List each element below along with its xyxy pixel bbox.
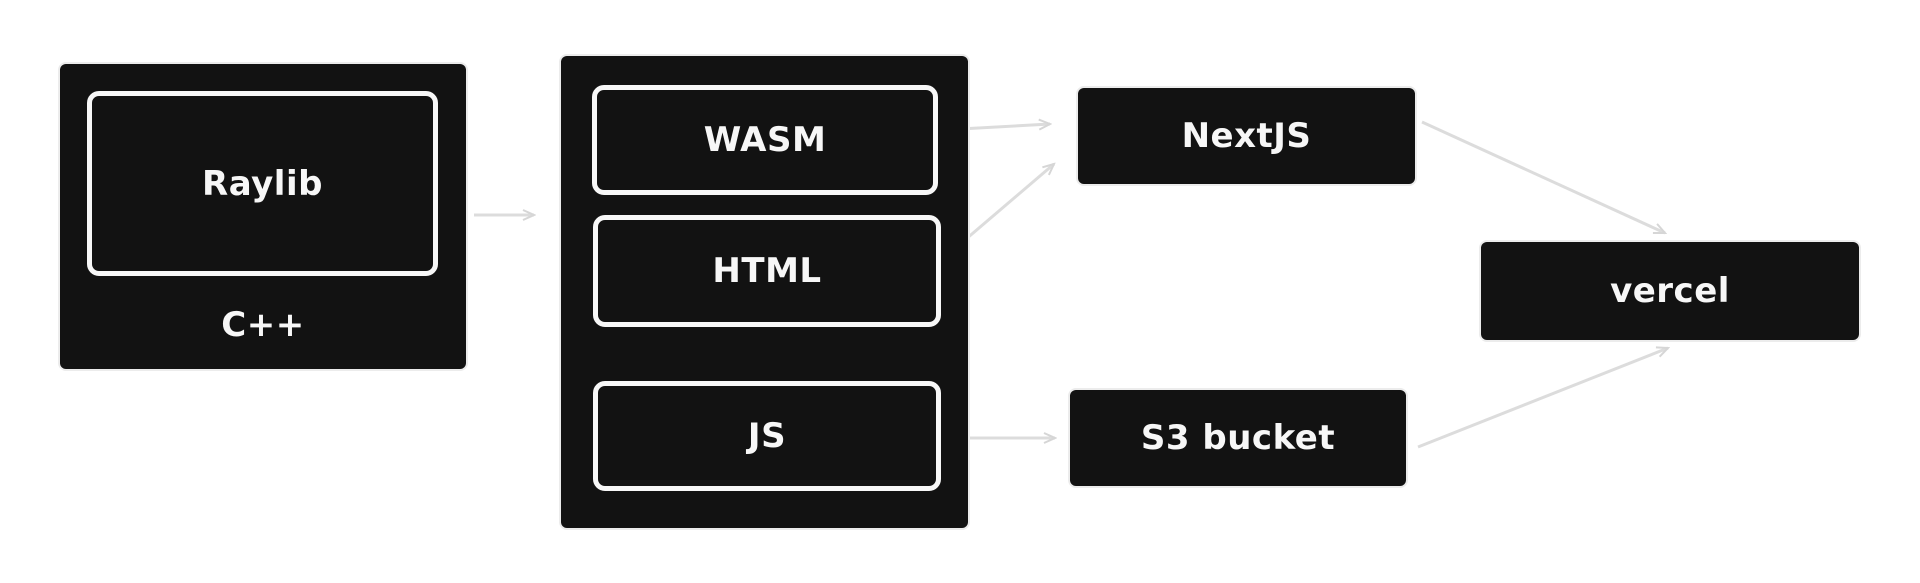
cpp-container: Raylib C++: [60, 64, 466, 369]
build-output-container: WASM HTML JS: [561, 56, 968, 528]
arrow-nextjs-to-vercel: [1421, 120, 1665, 235]
vercel-box: vercel: [1481, 242, 1859, 340]
s3-bucket-label: S3 bucket: [1140, 418, 1336, 458]
vercel-label: vercel: [1610, 271, 1730, 311]
wasm-label: WASM: [703, 120, 827, 160]
nextjs-label: NextJS: [1181, 116, 1312, 156]
wasm-box: WASM: [592, 85, 938, 195]
cpp-label: C++: [221, 305, 305, 345]
s3-bucket-box: S3 bucket: [1070, 390, 1406, 486]
nextjs-box: NextJS: [1078, 88, 1415, 184]
html-label: HTML: [712, 251, 822, 291]
html-box: HTML: [593, 215, 941, 327]
js-box: JS: [593, 381, 941, 491]
raylib-label: Raylib: [202, 163, 323, 204]
arrow-s3-to-vercel: [1417, 348, 1668, 449]
js-label: JS: [747, 416, 787, 456]
raylib-box: Raylib: [87, 91, 438, 276]
